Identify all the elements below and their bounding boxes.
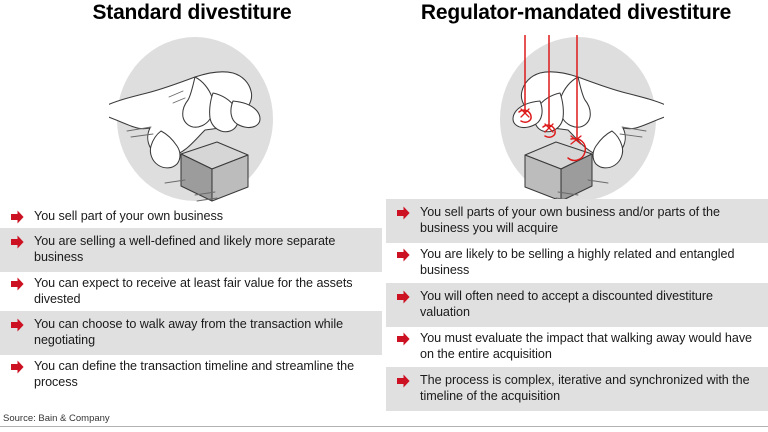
arrow-bullet-icon [11,210,24,226]
list-item: You are likely to be selling a highly re… [386,241,768,285]
column-title-standard-divestiture: Standard divestiture [92,1,292,24]
arrow-bullet-icon [11,235,24,251]
footer-divider [0,426,768,427]
arrow-bullet-icon [11,277,24,293]
list-item-text: You can choose to walk away from the tra… [34,317,344,348]
list-item-text: You sell part of your own business [34,209,223,223]
source-note: Source: Bain & Company [3,413,110,424]
list-item-text: You can expect to receive at least fair … [34,276,353,307]
arrow-bullet-icon [11,318,24,334]
arrow-bullet-icon [397,248,410,264]
arrow-bullet-icon [397,332,410,348]
list-item: You sell parts of your own business and/… [386,199,768,243]
arrow-bullet-icon [397,374,410,390]
list-item: You will often need to accept a discount… [386,283,768,327]
arrow-bullet-icon [397,290,410,306]
column-title-regulator-mandated-divestiture: Regulator-mandated divestiture [420,1,732,24]
list-item: You are selling a well-defined and likel… [0,228,382,272]
list-item-text: You can define the transaction timeline … [34,359,355,390]
arrow-bullet-icon [11,360,24,376]
list-item: You can expect to receive at least fair … [0,270,382,314]
hand-holding-cube-with-puppet-strings-icon [492,35,664,203]
list-item-text: You sell parts of your own business and/… [420,205,720,236]
list-item-text: The process is complex, iterative and sy… [420,373,750,404]
list-item: You can define the transaction timeline … [0,353,382,397]
list-item-text: You are selling a well-defined and likel… [34,234,336,265]
list-item: You sell part of your own business [0,203,382,232]
list-item-text: You are likely to be selling a highly re… [420,247,735,278]
list-item: You can choose to walk away from the tra… [0,311,382,355]
list-item-text: You must evaluate the impact that walkin… [420,331,753,362]
list-item-text: You will often need to accept a discount… [420,289,713,320]
arrow-bullet-icon [397,206,410,222]
hand-holding-cube-icon [109,35,281,203]
list-item: The process is complex, iterative and sy… [386,367,768,411]
list-item: You must evaluate the impact that walkin… [386,325,768,369]
